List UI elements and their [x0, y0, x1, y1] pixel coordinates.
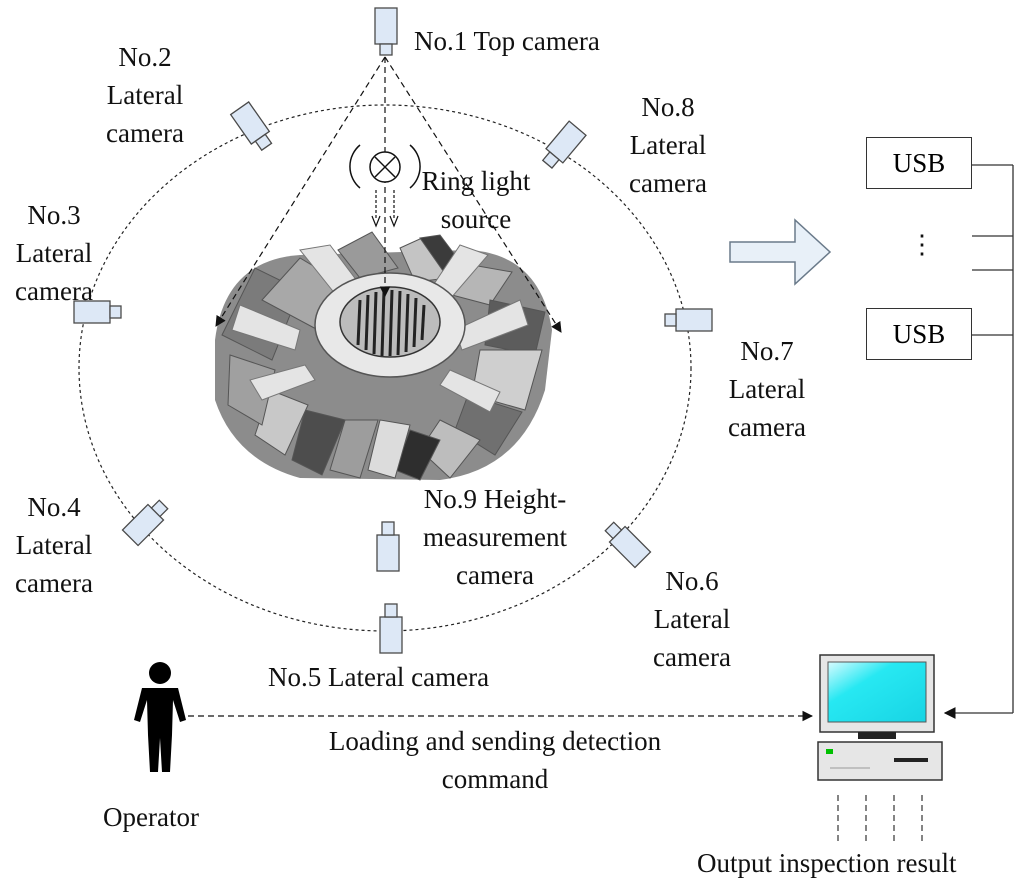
label-camera-5: No.5 Lateral camera	[268, 662, 490, 692]
label-ring-light: Ring light source	[421, 166, 531, 234]
usb-port-top: USB	[866, 137, 972, 189]
camera-6-icon	[604, 521, 652, 569]
label-output: Output inspection result	[697, 848, 957, 878]
camera-5-icon	[379, 603, 403, 654]
label-operator: Operator	[103, 802, 199, 832]
usb-ellipsis: ⋮	[909, 230, 935, 259]
camera-7-icon	[664, 308, 713, 332]
usb-bus-lines	[943, 164, 1014, 719]
operator-icon	[134, 662, 186, 772]
camera-9-icon	[376, 521, 400, 572]
output-lines	[837, 795, 923, 842]
label-camera-2: No.2 Lateral camera	[106, 42, 184, 148]
view-line-right	[384, 56, 562, 333]
view-line-left	[215, 56, 386, 327]
label-camera-6: No.6 Lateral camera	[653, 566, 731, 672]
camera-1-icon	[374, 7, 398, 56]
ring-light-icon	[349, 144, 421, 228]
label-camera-4: No.4 Lateral camera	[15, 492, 93, 598]
camera-3-icon	[73, 300, 122, 324]
label-camera-9: No.9 Height- measurement camera	[423, 484, 567, 590]
usb-port-bottom: USB	[866, 308, 972, 360]
camera-ring-path	[78, 104, 692, 632]
camera-2-icon	[229, 101, 273, 152]
label-command: Loading and sending detection command	[328, 726, 662, 794]
computer-icon	[817, 654, 943, 781]
camera-8-icon	[541, 120, 587, 169]
label-camera-3: No.3 Lateral camera	[15, 200, 93, 306]
data-transfer-arrow	[729, 218, 832, 286]
camera-4-icon	[121, 499, 169, 547]
label-top-camera: No.1 Top camera	[414, 26, 600, 56]
label-camera-8: No.8 Lateral camera	[629, 92, 707, 198]
bevel-gear-image	[215, 231, 552, 481]
label-camera-7: No.7 Lateral camera	[728, 336, 806, 442]
